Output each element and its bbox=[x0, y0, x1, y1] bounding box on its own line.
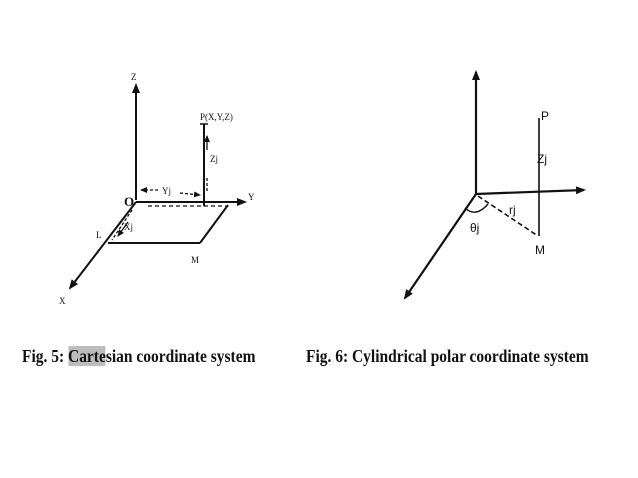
cyl-label-zj: Zj bbox=[537, 152, 547, 166]
label-zj: Zj bbox=[210, 154, 218, 164]
label-yj: Yj bbox=[162, 186, 171, 196]
yj-arrow-right bbox=[179, 191, 201, 198]
fig5-caption: Fig. 5: Cartesian coordinate system bbox=[22, 346, 255, 367]
label-x: X bbox=[59, 296, 66, 306]
cyl-label-m: M bbox=[535, 243, 545, 257]
cartesian-figure: Z P(X,Y,Z) Zj O Yj Y Xj L M X bbox=[59, 72, 255, 306]
dashed-o-to-l bbox=[111, 209, 133, 241]
label-xj: Xj bbox=[124, 222, 133, 232]
label-l: L bbox=[96, 230, 102, 240]
label-p: P(X,Y,Z) bbox=[200, 112, 233, 122]
cyl-label-p: P bbox=[541, 109, 549, 123]
fig5-caption-rest: sian coordinate system bbox=[105, 346, 256, 366]
cyl-label-thetaj: θj bbox=[470, 221, 479, 235]
base-right-edge bbox=[199, 204, 229, 244]
cyl-theta-arc bbox=[464, 203, 489, 213]
fig6-caption: Fig. 6: Cylindrical polar coordinate sys… bbox=[306, 346, 589, 366]
label-z: Z bbox=[131, 72, 137, 82]
cyl-y-axis bbox=[475, 186, 586, 196]
label-o: O bbox=[124, 194, 134, 209]
cylindrical-figure: P Zj rj θj M bbox=[403, 70, 586, 300]
cyl-x-axis bbox=[403, 193, 477, 300]
cyl-label-rj: rj bbox=[509, 203, 516, 217]
fig5-caption-highlight: Carte bbox=[68, 346, 106, 366]
label-y: Y bbox=[248, 192, 255, 202]
xj-arrow bbox=[117, 221, 129, 237]
label-m: M bbox=[191, 255, 199, 265]
cyl-r-dashed bbox=[477, 195, 539, 237]
fig5-caption-prefix: Fig. 5: bbox=[22, 346, 69, 366]
x-axis bbox=[68, 201, 137, 290]
